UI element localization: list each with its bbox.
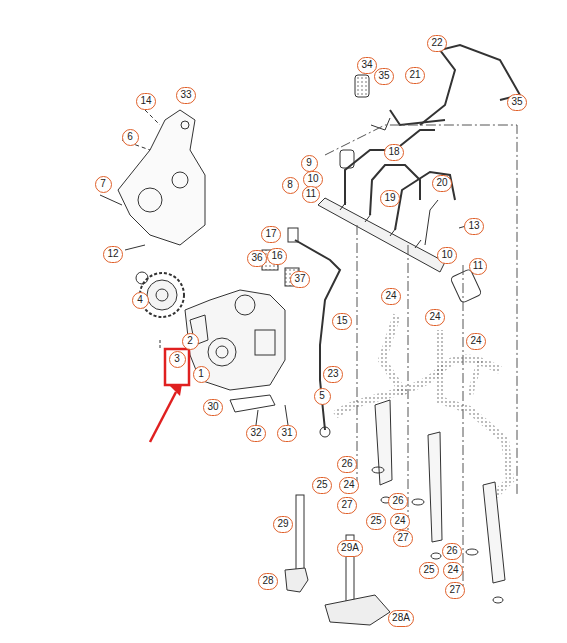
callout-number: 28 <box>258 573 277 590</box>
callout-number: 31 <box>277 425 296 442</box>
callout-number: 33 <box>176 87 195 104</box>
exploded-view <box>100 45 520 625</box>
callout-number: 7 <box>95 176 112 193</box>
callout-number: 9 <box>301 155 318 172</box>
callout-number: 28A <box>388 610 414 627</box>
callout-number: 3 <box>169 351 186 368</box>
callout-number: 13 <box>464 218 483 235</box>
callout-number: 32 <box>246 425 265 442</box>
highlight-box <box>165 349 189 385</box>
callout-number: 8 <box>282 177 299 194</box>
callout-number: 27 <box>445 582 464 599</box>
callout-number: 25 <box>366 513 385 530</box>
callout-number: 27 <box>393 530 412 547</box>
callout-number: 4 <box>132 292 149 309</box>
callout-number: 22 <box>427 35 446 52</box>
callout-number: 37 <box>290 271 309 288</box>
pointer-arrow-head <box>170 384 182 396</box>
callout-number: 35 <box>507 94 526 111</box>
callout-number: 27 <box>337 497 356 514</box>
pointer-arrow <box>150 392 176 442</box>
callout-number: 6 <box>122 129 139 146</box>
callout-number: 30 <box>203 399 222 416</box>
callout-number: 14 <box>136 93 155 110</box>
callout-number: 36 <box>247 250 266 267</box>
callout-number: 20 <box>432 175 451 192</box>
callout-number: 10 <box>437 247 456 264</box>
callout-number: 26 <box>442 543 461 560</box>
callout-number: 5 <box>314 388 331 405</box>
callout-number: 29 <box>273 516 292 533</box>
callout-number: 1 <box>193 366 210 383</box>
callout-number: 15 <box>332 313 351 330</box>
callout-number: 26 <box>388 493 407 510</box>
callout-number: 2 <box>182 333 199 350</box>
callout-number: 34 <box>357 57 376 74</box>
callout-number: 24 <box>443 562 462 579</box>
callout-number: 11 <box>469 258 487 275</box>
callout-number: 12 <box>103 246 122 263</box>
callout-number: 23 <box>323 366 342 383</box>
callout-number: 26 <box>337 456 356 473</box>
callout-number: 18 <box>384 144 403 161</box>
callout-number: 16 <box>267 248 286 265</box>
callout-number: 25 <box>312 477 331 494</box>
callout-number: 29A <box>337 540 363 557</box>
callout-number: 24 <box>390 513 409 530</box>
callout-number: 17 <box>261 226 280 243</box>
callout-number: 24 <box>381 288 400 305</box>
callout-number: 24 <box>466 333 485 350</box>
callout-number: 10 <box>303 171 322 188</box>
callout-number: 35 <box>374 68 393 85</box>
callout-number: 11 <box>302 186 320 203</box>
callout-number: 25 <box>419 562 438 579</box>
callout-number: 19 <box>380 190 399 207</box>
callout-number: 24 <box>425 309 444 326</box>
callout-number: 21 <box>405 67 424 84</box>
callout-number: 24 <box>339 477 358 494</box>
